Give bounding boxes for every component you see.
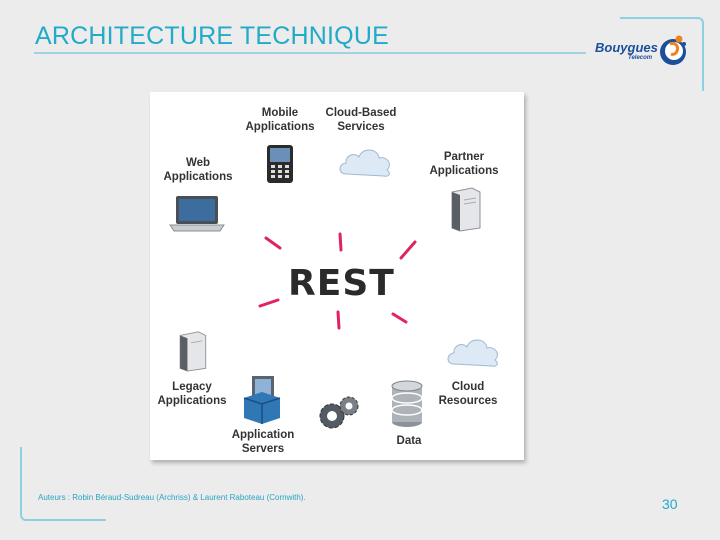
data-label: Data: [396, 435, 422, 447]
corner-frame-top-right: [620, 17, 704, 91]
logo-sub-text: Telecom: [628, 55, 653, 61]
title-underline: [34, 52, 586, 54]
corner-frame-bottom-left: [20, 447, 106, 521]
cloud-resources-label: Cloud Resources: [438, 381, 498, 407]
rest-architecture-diagram: REST Mobile Applications Cloud-Based Ser…: [150, 92, 524, 460]
mobile-applications-label: Mobile Applications: [245, 107, 315, 133]
smartphone-icon: [267, 145, 293, 183]
logo-brand-text: Bouygues: [595, 40, 658, 55]
web-applications-label: Web Applications: [163, 157, 233, 183]
application-servers-label: Application Servers: [231, 429, 295, 455]
cloud-based-services-label: Cloud-Based Services: [325, 107, 397, 133]
legacy-applications-label: Legacy Applications: [157, 381, 227, 407]
database-icon: [391, 380, 423, 427]
page-number: 30: [662, 496, 678, 512]
logo-mark-icon: [660, 35, 686, 65]
gears-icon: [319, 396, 359, 429]
slide-title: ARCHITECTURE TECHNIQUE: [35, 22, 389, 50]
server-tower-icon: [451, 187, 481, 232]
rest-label: REST: [288, 263, 395, 304]
application-server-box-icon: [243, 376, 281, 424]
bouygues-telecom-logo: Bouygues Telecom: [595, 34, 690, 70]
laptop-icon: [169, 196, 225, 232]
authors-footer: Auteurs : Robin Béraud-Sudreau (Archriss…: [38, 493, 306, 502]
rest-rays: [258, 232, 417, 330]
cloud-resources-icon: [447, 339, 498, 367]
partner-applications-label: Partner Applications: [429, 151, 499, 177]
cloud-icon: [339, 149, 390, 177]
legacy-server-icon: [179, 331, 207, 372]
